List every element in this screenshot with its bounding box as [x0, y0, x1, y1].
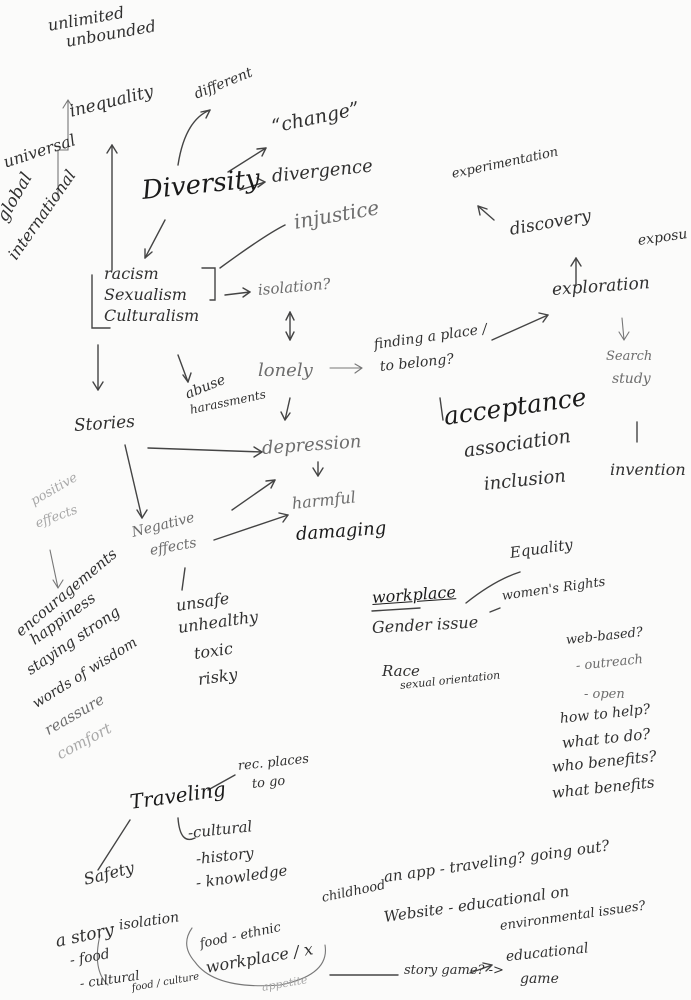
note-racism: racism: [104, 264, 159, 283]
note-culturalism: Culturalism: [104, 306, 200, 325]
note-race: Race: [382, 662, 420, 680]
note-study: study: [612, 371, 651, 387]
note-search: Search: [606, 349, 653, 364]
note-sexualism: Sexualism: [104, 285, 187, 304]
note-stories: Stories: [73, 411, 136, 436]
note-lonely: lonely: [258, 360, 313, 381]
web-item: - open: [584, 687, 625, 702]
note-game: game: [520, 971, 559, 987]
note-story-game: story game? ->: [404, 963, 504, 978]
note-invention: invention: [610, 460, 686, 479]
note-rec-places-2: to go: [251, 773, 286, 792]
